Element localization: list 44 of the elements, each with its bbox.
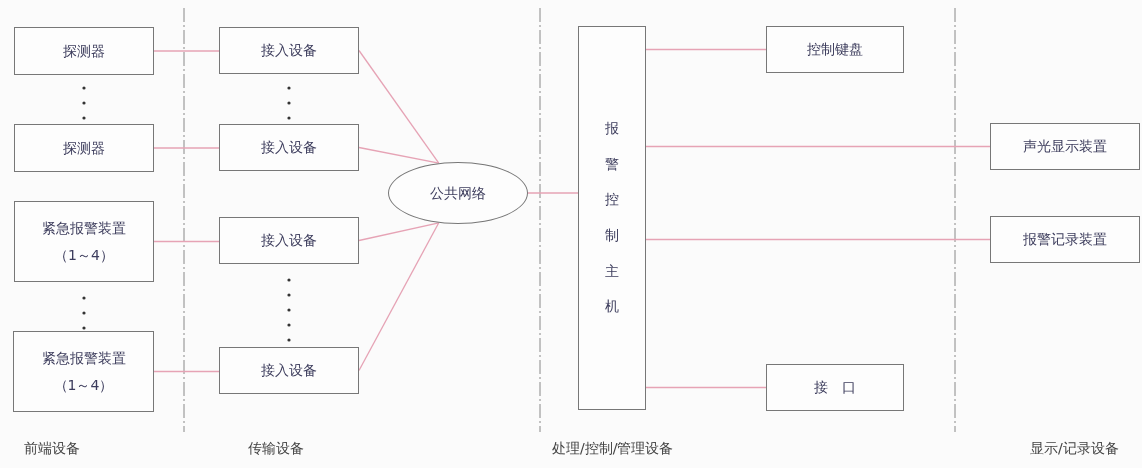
connector-line (153, 240, 220, 243)
node-label: 探测器 (63, 138, 105, 158)
device-box (990, 123, 1140, 170)
device-box (13, 331, 154, 412)
column-label: 处理/控制/管理设备 (552, 440, 674, 458)
node-label: 紧急报警装置 (41, 348, 126, 368)
column-label: 显示/记录设备 (1030, 440, 1119, 458)
connector-line (645, 386, 767, 389)
node-label: 接 口 (814, 378, 856, 398)
connector-line (153, 50, 220, 52)
node-label: 接入设备 (261, 231, 317, 251)
device-box (219, 217, 359, 264)
device-box (219, 124, 359, 171)
device-box (766, 26, 904, 73)
connector-line (358, 222, 440, 372)
device-box (14, 201, 154, 282)
device-box (14, 124, 154, 172)
column-label: 传输设备 (248, 440, 304, 458)
node-label: 接入设备 (261, 138, 317, 158)
connector-line (153, 370, 220, 373)
node-label: 报警控制主机 (605, 118, 619, 317)
host-box (578, 26, 646, 410)
node-label: 公共网络 (430, 183, 486, 203)
connector-line (645, 145, 991, 148)
node-label: 报警记录装置 (1023, 230, 1107, 250)
node-label: 探测器 (63, 41, 105, 61)
device-box (219, 347, 359, 394)
connector-line (645, 48, 767, 51)
column-label: 前端设备 (24, 440, 80, 458)
node-label: （1～4） (53, 375, 114, 395)
device-box (14, 27, 154, 75)
connector-line (153, 147, 220, 149)
connector-line (358, 49, 440, 164)
connector-line (527, 192, 579, 194)
node-label: 接入设备 (261, 41, 317, 61)
connector-line (645, 238, 991, 241)
node-label: （1～4） (54, 245, 114, 265)
node-label: 接入设备 (261, 361, 317, 381)
node-label: 声光显示装置 (1023, 137, 1107, 157)
device-box (990, 216, 1140, 263)
node-label: 紧急报警装置 (42, 218, 126, 238)
device-box (766, 364, 904, 411)
device-box (219, 27, 359, 74)
node-label: 控制键盘 (807, 40, 863, 60)
